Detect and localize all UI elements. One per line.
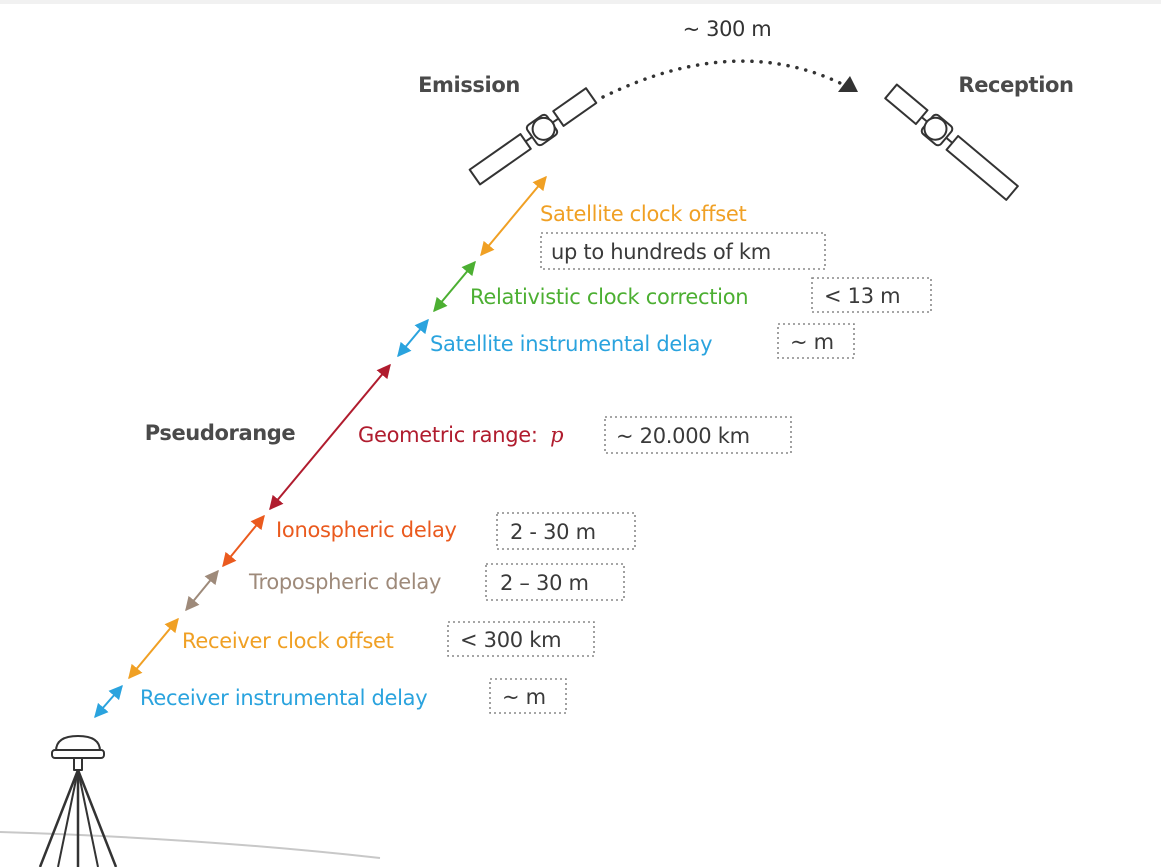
value-box: < 300 km	[447, 621, 595, 657]
geometric-range-arrow	[269, 363, 391, 511]
receiver-clock-offset-value: < 300 km	[460, 628, 561, 652]
satellite-instrumental-delay-value: ~ m	[790, 330, 834, 354]
transit-distance-label: ~ 300 m	[683, 17, 772, 41]
relativistic-clock-correction-value: < 13 m	[824, 284, 900, 308]
top-border	[0, 0, 1161, 4]
value-box: ~ 20.000 km	[604, 416, 792, 454]
emission-satellite-icon	[468, 87, 598, 186]
value-box: up to hundreds of km	[540, 232, 826, 270]
ionospheric-delay-value: 2 - 30 m	[510, 520, 596, 544]
dotted-arc-arrow-icon	[601, 59, 858, 99]
satellite-instrumental-delay-arrow	[397, 318, 429, 358]
receiver-instrumental-delay-arrow	[94, 684, 123, 719]
value-box: < 13 m	[811, 277, 932, 313]
tropospheric-delay-value: 2 – 30 m	[500, 571, 589, 595]
tropospheric-delay-label: Tropospheric delay	[248, 570, 441, 594]
geometric-range-text: Geometric range:	[358, 423, 538, 447]
ionospheric-delay-arrow	[222, 514, 265, 568]
pseudorange-label: Pseudorange	[145, 421, 296, 445]
value-box: 2 - 30 m	[496, 512, 636, 550]
value-box: ~ m	[489, 678, 567, 714]
satellite-clock-offset-arrow	[480, 175, 547, 257]
relativistic-clock-correction-label: Relativistic clock correction	[470, 285, 748, 309]
geometric-range-value: ~ 20.000 km	[616, 424, 750, 448]
ionospheric-delay-label: Ionospheric delay	[276, 518, 457, 542]
reception-satellite-icon	[884, 83, 1019, 201]
receiver-clock-offset-label: Receiver clock offset	[182, 629, 394, 653]
value-box: ~ m	[777, 323, 855, 359]
satellite-instrumental-delay-label: Satellite instrumental delay	[430, 332, 712, 356]
satellite-clock-offset-label: Satellite clock offset	[540, 202, 746, 226]
geometric-range-label: Geometric range: p	[358, 423, 563, 447]
gnss-antenna-tripod-icon	[38, 735, 118, 867]
emission-label: Emission	[418, 73, 520, 97]
receiver-instrumental-delay-value: ~ m	[502, 685, 546, 709]
relativistic-clock-correction-arrow	[433, 260, 476, 313]
reception-label: Reception	[958, 73, 1073, 97]
range-arrows	[94, 175, 547, 719]
geometric-range-symbol: p	[550, 423, 563, 447]
satellite-clock-offset-value: up to hundreds of km	[551, 240, 771, 264]
ground-horizon	[0, 831, 381, 859]
receiver-clock-offset-arrow	[128, 617, 179, 680]
tropospheric-delay-arrow	[185, 569, 219, 612]
value-box: 2 – 30 m	[485, 563, 625, 601]
receiver-instrumental-delay-label: Receiver instrumental delay	[140, 686, 427, 710]
